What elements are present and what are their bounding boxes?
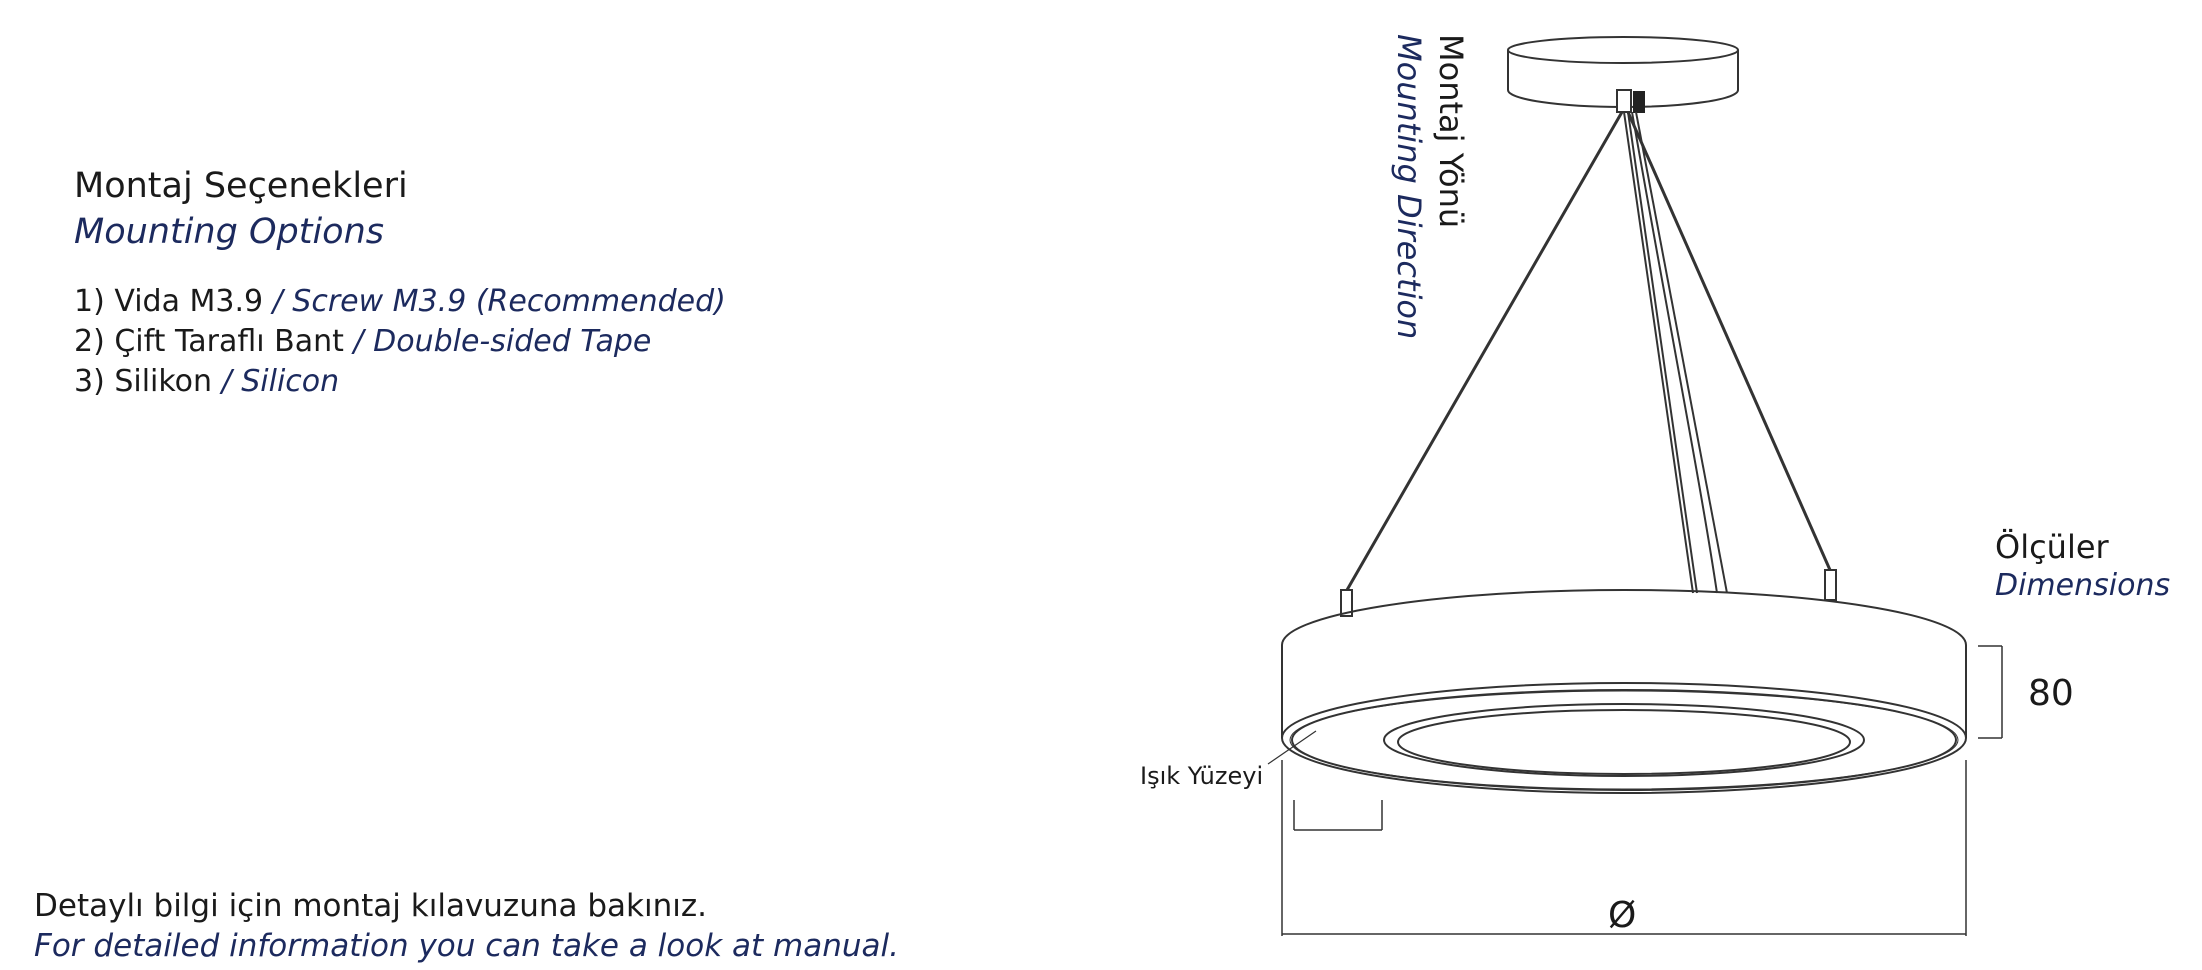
mounting-option-1-en: / Screw M3.9 (Recommended) [272, 284, 726, 319]
dimension-height-label: 80 [2028, 673, 2074, 714]
mounting-option-2-tr: 2) Çift Taraflı Bant [74, 324, 344, 359]
mounting-direction-tr: Montaj Yönü [1432, 34, 1470, 229]
light-surface-label: Işık Yüzeyi [1140, 762, 1264, 790]
cable-connector [1616, 89, 1645, 113]
ring-body [1281, 589, 1967, 794]
mounting-option-1-tr: 1) Vida M3.9 [74, 284, 264, 319]
power-cables [1623, 111, 1728, 594]
suspension-wires [1345, 111, 1832, 591]
mounting-direction-en: Mounting Direction [1390, 34, 1428, 340]
footer-note-tr: Detaylı bilgi için montaj kılavuzuna bak… [34, 888, 707, 924]
wire-mounts [1340, 569, 1837, 617]
mounting-options-title-tr: Montaj Seçenekleri [74, 166, 408, 206]
dimension-diameter-line [1281, 760, 1967, 936]
mounting-option-2: 2) Çift Taraflı Bant / Double-sided Tape [74, 324, 651, 359]
mounting-option-1: 1) Vida M3.9 / Screw M3.9 (Recommended) [74, 284, 726, 319]
dimension-80-bracket [1978, 645, 2003, 739]
mounting-option-3-en: / Silicon [221, 364, 340, 399]
dimensions-title-en: Dimensions [1995, 568, 2171, 603]
dimension-diameter-label: Ø [1608, 895, 1637, 936]
mounting-option-3-tr: 3) Silikon [74, 364, 213, 399]
mounting-option-2-en: / Double-sided Tape [353, 324, 652, 359]
dimensions-title-tr: Ölçüler [1995, 528, 2109, 566]
footer-note-en: For detailed information you can take a … [34, 928, 899, 964]
light-surface-bracket [1293, 800, 1383, 831]
mounting-option-3: 3) Silikon / Silicon [74, 364, 339, 399]
mounting-options-title-en: Mounting Options [74, 212, 384, 252]
light-surface-leader [1267, 730, 1317, 765]
